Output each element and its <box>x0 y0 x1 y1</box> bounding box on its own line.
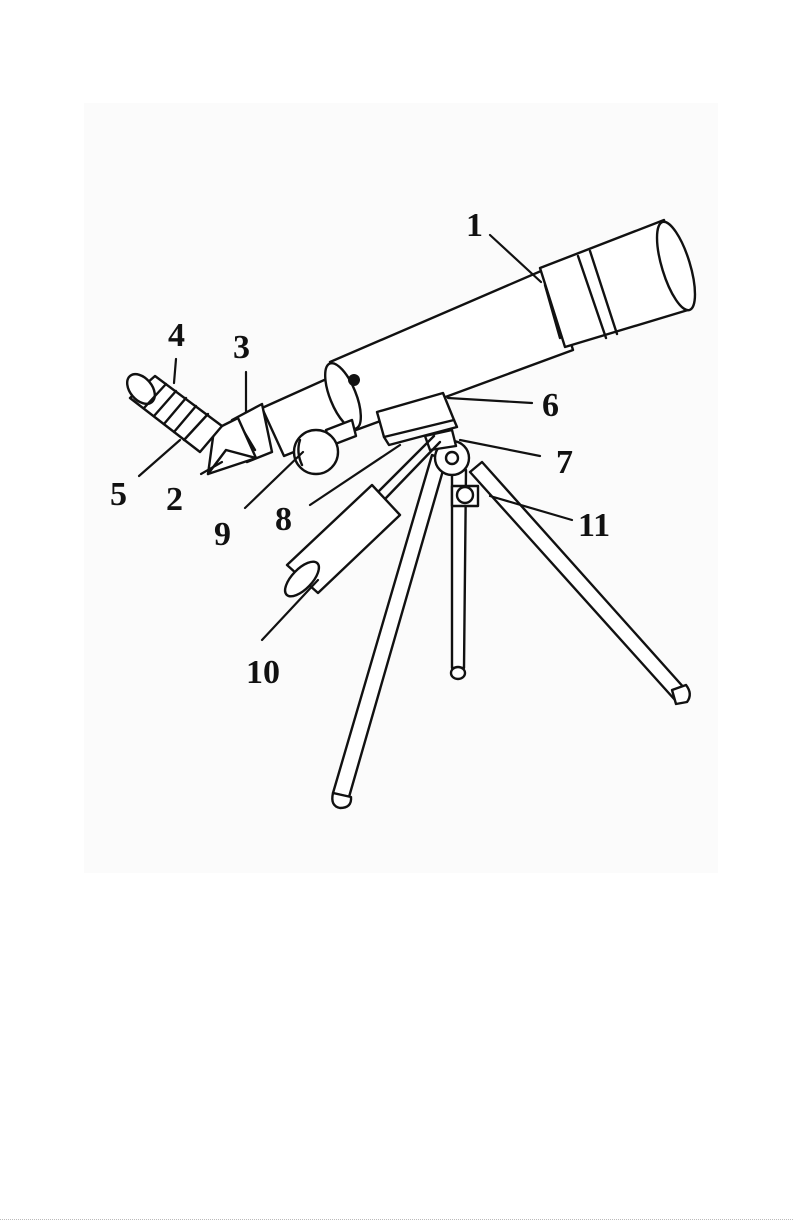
part-label-11: 11 <box>578 507 610 544</box>
part-label-10: 10 <box>246 654 280 691</box>
part-label-5: 5 <box>110 476 127 513</box>
page-bottom-border <box>0 1219 793 1220</box>
eyepiece-assembly <box>122 369 272 474</box>
part-label-7: 7 <box>556 444 573 481</box>
part-label-8: 8 <box>275 501 292 538</box>
leader-1 <box>490 235 541 282</box>
main-tube <box>262 218 703 456</box>
part-label-1: 1 <box>466 207 483 244</box>
leader-6 <box>448 398 532 403</box>
leader-5 <box>139 440 180 476</box>
part-label-6: 6 <box>542 387 559 424</box>
leader-7 <box>460 440 540 456</box>
part-label-9: 9 <box>214 516 231 553</box>
part-label-2: 2 <box>166 481 183 518</box>
part-label-3: 3 <box>233 329 250 366</box>
leader-4 <box>174 359 176 383</box>
part-label-4: 4 <box>168 317 185 354</box>
